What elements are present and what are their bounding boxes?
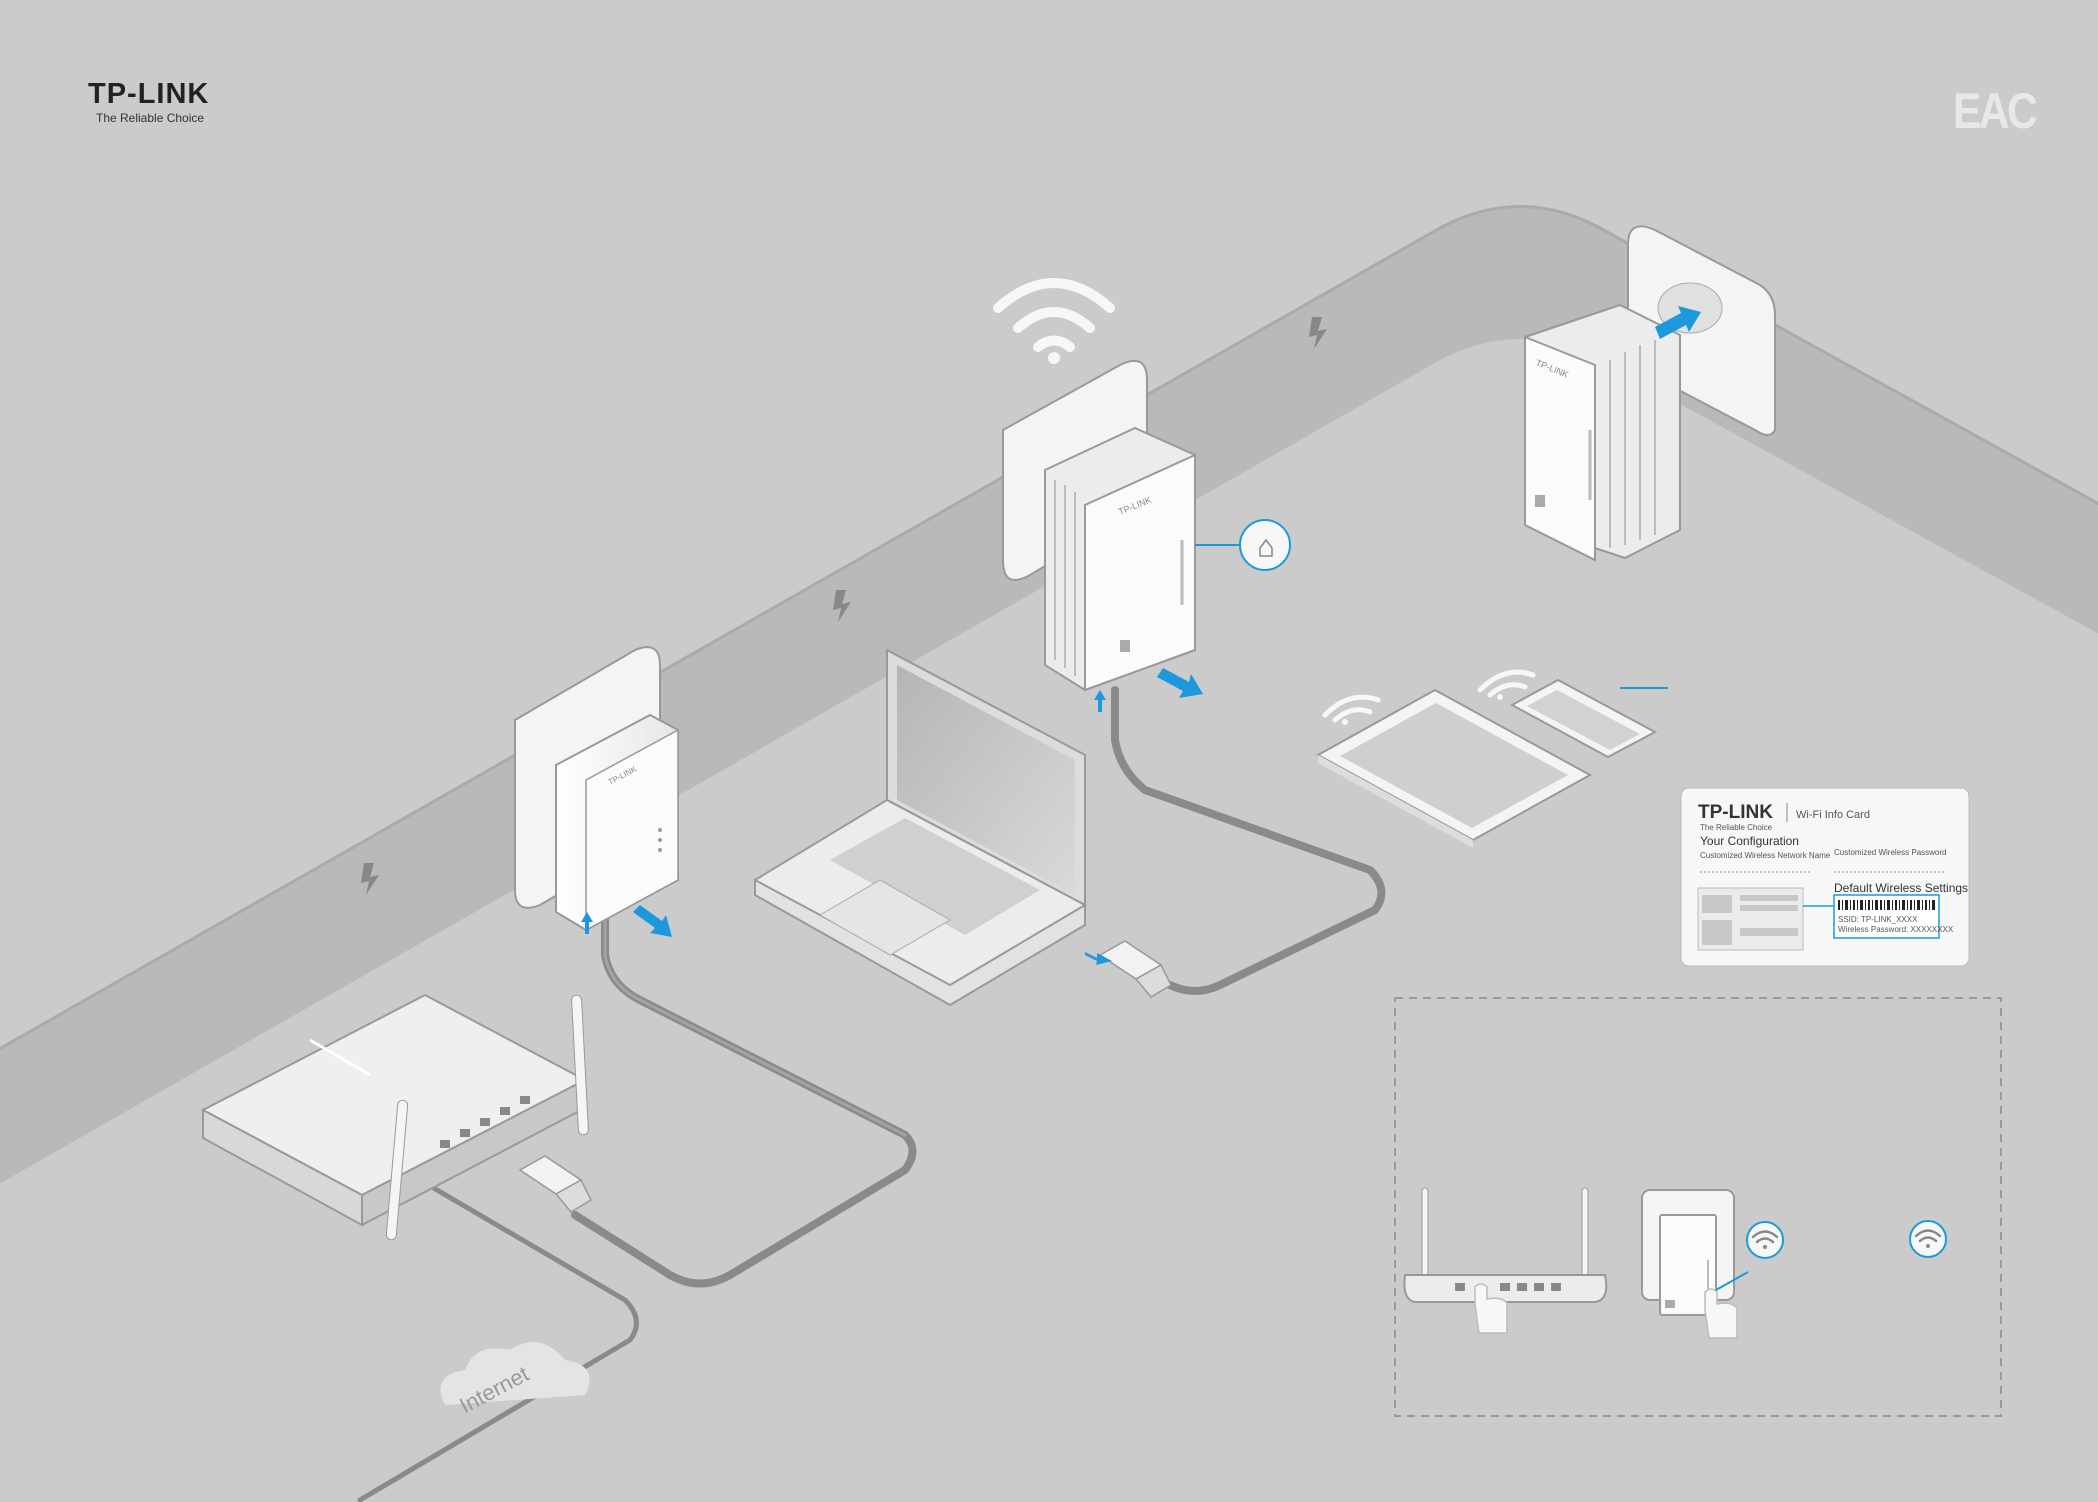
card-title: Wi-Fi Info Card (1796, 809, 1870, 821)
ethernet-plug (1098, 940, 1172, 998)
arrow-icon (1157, 668, 1203, 698)
router (200, 993, 589, 1241)
router-front (1403, 1187, 1608, 1303)
arrow-icon (581, 912, 593, 934)
wall-power-line (0, 205, 2098, 1184)
wifi-icon (1715, 1221, 1784, 1291)
smartphone (1509, 678, 1658, 759)
powerline-wifi-extender: TP-LINK (1044, 426, 1196, 692)
tp-link-logo: TP-LINK The Reliable Choice (88, 78, 209, 125)
arrow-icon (1655, 306, 1701, 339)
wifi-icon (1909, 1220, 1947, 1258)
hand-press-icon (1704, 1288, 1738, 1339)
card-wireless-password: Wireless Password: XXXXXXXX (1838, 925, 1954, 934)
wifi-icon (1477, 669, 1536, 700)
powerline-adapter-left: TP-LINK (555, 713, 679, 932)
lightning-icon (833, 590, 851, 622)
logo-tagline: The Reliable Choice (96, 111, 205, 125)
card-brand: TP-LINK (1698, 802, 1773, 823)
card-default-settings: Default Wireless Settings (1834, 881, 1968, 895)
wifi-icon (993, 278, 1115, 364)
lightning-icon (1309, 317, 1327, 349)
hand-press-icon (1474, 1283, 1508, 1334)
lightning-icon (361, 863, 379, 895)
eac-certification-mark: EAC (1953, 83, 2038, 139)
card-tagline: The Reliable Choice (1700, 823, 1773, 832)
ethernet-plug (518, 1155, 592, 1213)
tablet (1315, 688, 1593, 848)
card-password-label: Customized Wireless Password (1834, 848, 1946, 857)
logo-brand-name: TP-LINK (88, 78, 210, 110)
arrow-icon (633, 905, 672, 937)
powerline-wifi-extender-small (1659, 1214, 1717, 1316)
pairing-panel (1394, 997, 2002, 1417)
laptop (752, 648, 1088, 1007)
ethernet-cables (357, 686, 1386, 1502)
arrow-icon (1085, 952, 1112, 965)
arrow-icon (1094, 690, 1106, 712)
card-ssid: SSID: TP-LINK_XXXX (1838, 915, 1918, 924)
card-your-configuration: Your Configuration (1700, 834, 1799, 848)
powerline-wifi-extender-unplugged: TP-LINK (1524, 303, 1681, 562)
card-network-name-label: Customized Wireless Network Name (1700, 851, 1831, 860)
house-icon (1195, 519, 1291, 571)
wifi-info-card: TP-LINK The Reliable Choice Wi-Fi Info C… (1680, 787, 1970, 967)
wifi-icon (1322, 694, 1381, 725)
